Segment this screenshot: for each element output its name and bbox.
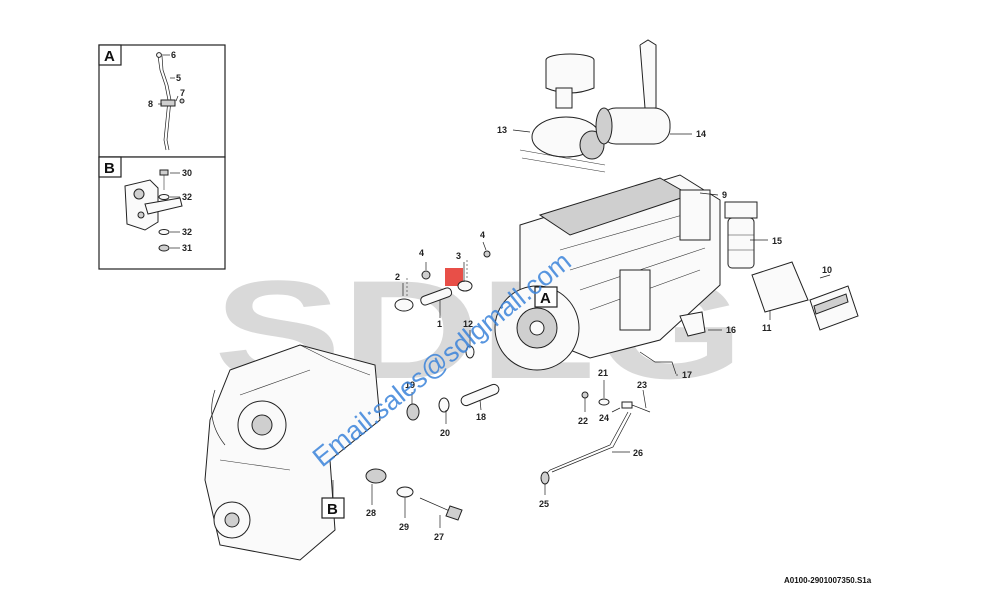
callout-3: 3 bbox=[456, 251, 461, 261]
callout-29: 29 bbox=[399, 522, 409, 532]
muffler-icon bbox=[595, 39, 671, 145]
logo-red-mark bbox=[445, 268, 463, 286]
callout-1: 1 bbox=[437, 319, 442, 329]
control-unit-icon bbox=[809, 285, 859, 331]
transmission-icon bbox=[204, 344, 381, 561]
callout-9: 9 bbox=[722, 190, 727, 200]
pipe-17-icon bbox=[639, 351, 677, 375]
detail-box-a: A 6 5 7 8 bbox=[98, 44, 226, 158]
shaft-assembly-icon bbox=[406, 383, 500, 421]
callout-27: 27 bbox=[434, 532, 444, 542]
callout-19: 19 bbox=[405, 380, 415, 390]
view-tag-a: A bbox=[534, 286, 558, 308]
callout-17: 17 bbox=[682, 370, 692, 380]
engine-block-icon bbox=[494, 174, 721, 371]
callout-24: 24 bbox=[599, 413, 609, 423]
callout-28: 28 bbox=[366, 508, 376, 518]
callout-4b: 4 bbox=[480, 230, 485, 240]
callout-20: 20 bbox=[440, 428, 450, 438]
callout-32b: 32 bbox=[182, 227, 192, 237]
callout-8: 8 bbox=[148, 99, 153, 109]
callout-6: 6 bbox=[171, 50, 176, 60]
callout-22: 22 bbox=[578, 416, 588, 426]
callout-32a: 32 bbox=[182, 192, 192, 202]
callout-15: 15 bbox=[772, 236, 782, 246]
callout-10: 10 bbox=[822, 265, 832, 275]
detail-box-b: B 30 32 32 31 bbox=[98, 156, 226, 270]
callout-5: 5 bbox=[176, 73, 181, 83]
callout-4a: 4 bbox=[419, 248, 424, 258]
oil-pan-part-icon bbox=[679, 311, 706, 337]
hose-parts-icon bbox=[394, 250, 491, 359]
detail-box-b-label: B bbox=[104, 160, 115, 177]
reference-code: A0100-2901007350.S1a bbox=[784, 576, 872, 585]
detail-box-a-label: A bbox=[104, 48, 115, 65]
callout-14: 14 bbox=[696, 129, 706, 139]
svg-text:B: B bbox=[327, 501, 338, 518]
callout-16: 16 bbox=[726, 325, 736, 335]
fittings-icon bbox=[540, 391, 651, 485]
callout-13: 13 bbox=[497, 125, 507, 135]
svg-text:A: A bbox=[540, 290, 551, 307]
callout-25: 25 bbox=[539, 499, 549, 509]
callout-31: 31 bbox=[182, 243, 192, 253]
mount-bolt-icon bbox=[365, 468, 463, 521]
callout-11: 11 bbox=[762, 323, 772, 333]
callout-18: 18 bbox=[476, 412, 486, 422]
fuel-filter-icon bbox=[724, 201, 758, 269]
callout-26: 26 bbox=[633, 448, 643, 458]
gasket-plate-icon bbox=[751, 261, 809, 313]
callout-7: 7 bbox=[180, 88, 185, 98]
callout-21: 21 bbox=[598, 368, 608, 378]
callout-23: 23 bbox=[637, 380, 647, 390]
mounting-bracket-icon bbox=[124, 179, 159, 231]
callout-2: 2 bbox=[395, 272, 400, 282]
view-tag-b: B bbox=[321, 480, 345, 519]
leader-lines bbox=[371, 129, 831, 528]
air-filter-icon bbox=[519, 53, 606, 173]
callout-12: 12 bbox=[463, 319, 473, 329]
callout-30: 30 bbox=[182, 168, 192, 178]
